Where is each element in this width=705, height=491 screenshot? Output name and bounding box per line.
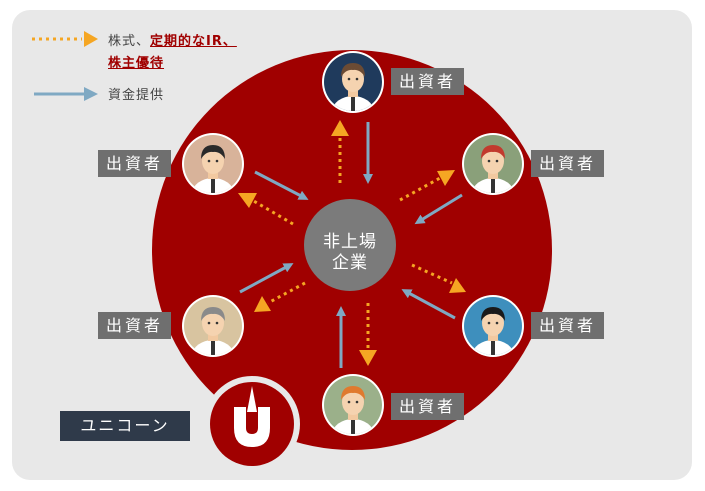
share-arrow-upper-left [238, 193, 294, 226]
investor-label-bottom: 出資者 [391, 393, 465, 420]
center-line1: 非上場 [323, 232, 377, 252]
center-company-circle [304, 199, 396, 291]
investor-avatar-lower-left [182, 295, 244, 357]
share-arrow-upper-right [399, 170, 455, 202]
legend: 株式、定期的なIR、 株主優待 資金提供 [30, 28, 237, 104]
legend-dotted-red-line1: 定期的なIR、 [150, 33, 237, 49]
investor-label-upper-right: 出資者 [531, 150, 605, 177]
investor-avatar-bottom [322, 374, 384, 436]
legend-solid-arrow [34, 87, 98, 101]
investor-label-upper-left: 出資者 [98, 150, 172, 177]
legend-dotted-red-line2: 株主優待 [108, 55, 165, 71]
investor-avatar-upper-right [462, 133, 524, 195]
share-arrow-lower-right [411, 263, 466, 293]
legend-solid-text: 資金提供 [108, 87, 165, 103]
investor-avatar-lower-right [462, 295, 524, 357]
share-arrow-lower-left [254, 281, 306, 312]
funding-arrow-lower-left [239, 263, 294, 294]
share-arrow-bottom [359, 303, 377, 366]
investor-label-lower-left: 出資者 [98, 312, 172, 339]
center-company-label: 非上場 企業 [310, 232, 390, 274]
unicorn-label: ユニコーン [60, 411, 190, 441]
center-line2: 企業 [332, 253, 368, 273]
investor-avatar-top [322, 51, 384, 113]
investor-label-lower-right: 出資者 [531, 312, 605, 339]
funding-arrow-lower-right [401, 289, 456, 320]
share-arrow-top [331, 120, 349, 183]
funding-arrow-upper-right [414, 193, 463, 225]
investor-avatar-upper-left [182, 133, 244, 195]
unicorn-emblem [204, 376, 300, 472]
investor-label-top: 出資者 [391, 68, 465, 95]
funding-arrow-upper-left [254, 170, 309, 200]
legend-dotted-prefix: 株式、 [108, 33, 151, 49]
legend-dotted-arrow [32, 31, 98, 47]
